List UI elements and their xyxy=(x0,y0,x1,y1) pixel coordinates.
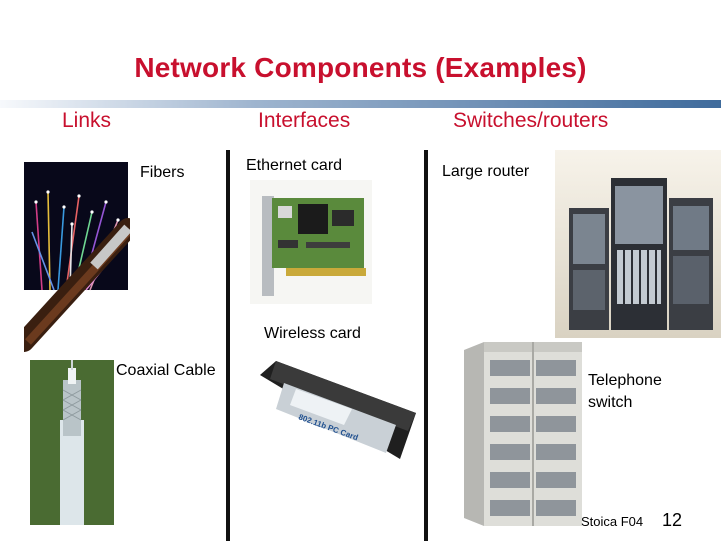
wireless-card-label: Wireless card xyxy=(264,325,361,342)
footer-author: Stoica F04 xyxy=(581,514,644,529)
large-router-label: Large router xyxy=(442,163,530,180)
coaxial-cable-image xyxy=(30,360,114,525)
wireless-card-image: 802.11b PC Card xyxy=(240,355,420,467)
fibers-image xyxy=(24,162,130,354)
fibers-label: Fibers xyxy=(140,164,185,181)
column-divider-left xyxy=(226,150,230,541)
slide-title: Network Components (Examples) xyxy=(134,52,587,83)
telephone-switch-label: Telephone switch xyxy=(588,372,662,411)
telephone-switch-image xyxy=(450,340,588,530)
column-heading-links: Links xyxy=(62,109,112,132)
large-router-image xyxy=(555,150,721,338)
column-divider-right xyxy=(424,150,428,541)
column-heading-switches: Switches/routers xyxy=(453,109,609,132)
ethernet-card-label: Ethernet card xyxy=(246,157,343,174)
page-number: 12 xyxy=(662,510,683,530)
coaxial-cable-label: Coaxial Cable xyxy=(116,362,216,379)
ethernet-card-image xyxy=(250,180,372,304)
column-heading-interfaces: Interfaces xyxy=(258,109,351,132)
title-rule xyxy=(0,100,721,108)
